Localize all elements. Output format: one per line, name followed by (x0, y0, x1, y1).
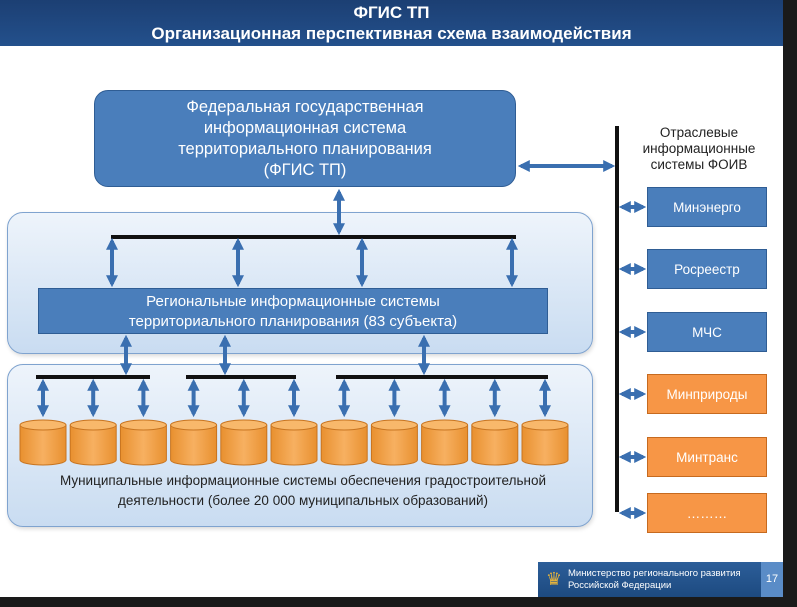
database-cylinders (19, 419, 569, 466)
database-icon (220, 419, 268, 466)
fgis-line-1: Федеральная государственная (186, 98, 424, 116)
agency-box-more: ……… (647, 493, 767, 533)
regional-line-1: Региональные информационные системы (146, 293, 440, 310)
agency-box-minprirody: Минприроды (647, 374, 767, 414)
ministry-line-1: Министерство регионального развития (568, 568, 741, 579)
foiv-title-line-2: информационные (642, 141, 756, 156)
fgis-line-2: информационная система (203, 119, 407, 137)
slide-header: ФГИС ТП Организационная перспективная сх… (0, 0, 783, 46)
coat-of-arms-icon: ♛ (545, 569, 563, 589)
page-number: 17 (761, 562, 783, 597)
diagram-canvas (19, 126, 647, 519)
agency-box-mchs: МЧС (647, 312, 767, 352)
fgis-line-3: территориального планирования (178, 140, 432, 158)
foiv-title: Отраслевые информационные системы ФОИВ (624, 125, 774, 173)
ministry-name: Министерство регионального развития Росс… (568, 568, 753, 592)
agency-label: ……… (686, 506, 728, 521)
fgis-box: Федеральная государственная информационн… (94, 90, 516, 187)
regional-systems-box: Региональные информационные системы терр… (38, 288, 548, 334)
municipal-line-2: деятельности (более 20 000 муниципальных… (117, 493, 489, 508)
database-icon (320, 419, 368, 466)
agency-box-minenergo: Минэнерго (647, 187, 767, 227)
municipal-line-1: Муниципальные информационные системы обе… (59, 473, 547, 488)
agency-label: Минприроды (666, 387, 748, 402)
database-icon (471, 419, 519, 466)
database-icon (119, 419, 167, 466)
database-arrows (37, 378, 551, 418)
municipal-systems-label: Муниципальные информационные системы обе… (12, 471, 594, 511)
database-icon (521, 419, 569, 466)
slide-subtitle: Организационная перспективная схема взаи… (151, 24, 632, 43)
regional-line-2: территориального планирования (83 субъек… (128, 313, 458, 330)
database-icon (170, 419, 218, 466)
slide-title: ФГИС ТП (353, 3, 430, 22)
database-icon (270, 419, 318, 466)
database-icon (370, 419, 418, 466)
foiv-title-line-3: системы ФОИВ (650, 157, 748, 172)
slide: ФГИС ТП Организационная перспективная сх… (0, 0, 783, 597)
ministry-line-2: Российской Федерации (568, 580, 672, 591)
database-icon (19, 419, 67, 466)
agency-box-rosreestr: Росреестр (647, 249, 767, 289)
fgis-line-4: (ФГИС ТП) (263, 161, 347, 179)
agency-label: МЧС (692, 325, 722, 340)
footer-bar: ♛ Министерство регионального развития Ро… (538, 562, 783, 597)
agency-arrows (618, 201, 647, 519)
foiv-title-line-1: Отраслевые (659, 125, 739, 140)
agency-box-mintrans: Минтранс (647, 437, 767, 477)
database-icon (421, 419, 469, 466)
agency-label: Минэнерго (673, 200, 741, 215)
agency-label: Росреестр (674, 262, 740, 277)
agency-label: Минтранс (676, 450, 738, 465)
database-icon (69, 419, 117, 466)
